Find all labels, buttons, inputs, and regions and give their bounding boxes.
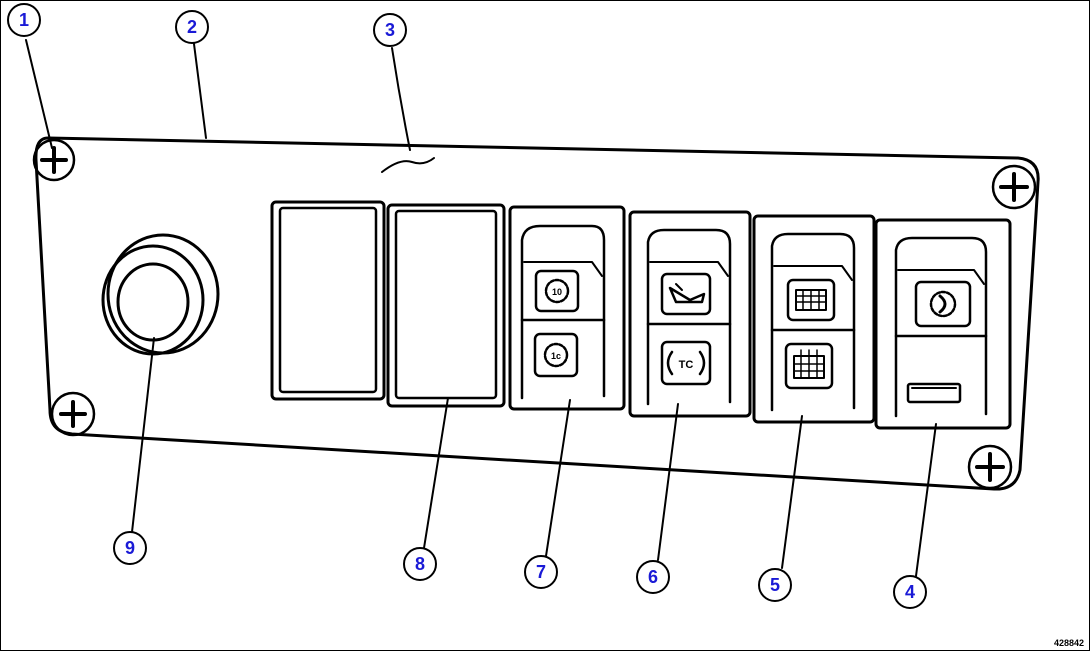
callout-7-label: 7	[536, 562, 546, 582]
callout-1: 1	[7, 3, 41, 37]
switch-5	[752, 214, 876, 424]
screw-bottom-right	[967, 444, 1013, 490]
callout-8-label: 8	[415, 554, 425, 574]
blank-plug-right	[386, 203, 506, 408]
switch-4	[874, 218, 1012, 430]
engine-oil-icon	[668, 283, 706, 304]
front-defrost-icon	[793, 349, 825, 379]
callout-9-label: 9	[125, 538, 135, 558]
callout-5-label: 5	[770, 575, 780, 595]
callout-5: 5	[758, 568, 792, 602]
switch-7: 10 1c	[508, 205, 626, 411]
callout-7: 7	[524, 555, 558, 589]
tc-icon: TC	[666, 350, 706, 376]
svg-text:1c: 1c	[551, 351, 561, 361]
gear-10-icon: 10	[544, 278, 570, 304]
svg-text:10: 10	[552, 287, 562, 297]
screw-bottom-left	[50, 391, 96, 437]
callout-2-label: 2	[187, 17, 197, 37]
rear-defrost-icon	[795, 289, 827, 311]
callout-4: 4	[893, 575, 927, 609]
callout-9: 9	[113, 531, 147, 565]
gear-1c-icon: 1c	[543, 342, 569, 368]
switch-6: TC	[628, 210, 752, 418]
callout-1-label: 1	[19, 10, 29, 30]
figure-id: 428842	[1054, 638, 1084, 648]
round-knob	[101, 233, 220, 356]
callout-6: 6	[636, 560, 670, 594]
callout-8: 8	[403, 547, 437, 581]
blank-plug-left	[270, 200, 386, 401]
svg-text:TC: TC	[679, 359, 694, 371]
headlight-icon	[929, 290, 957, 318]
callout-3: 3	[373, 13, 407, 47]
callout-4-label: 4	[905, 582, 915, 602]
callout-3-label: 3	[385, 20, 395, 40]
callout-2: 2	[175, 10, 209, 44]
callout-6-label: 6	[648, 567, 658, 587]
leader-lines	[25, 39, 937, 577]
screw-top-right	[991, 164, 1037, 210]
screw-top-left	[32, 138, 76, 182]
